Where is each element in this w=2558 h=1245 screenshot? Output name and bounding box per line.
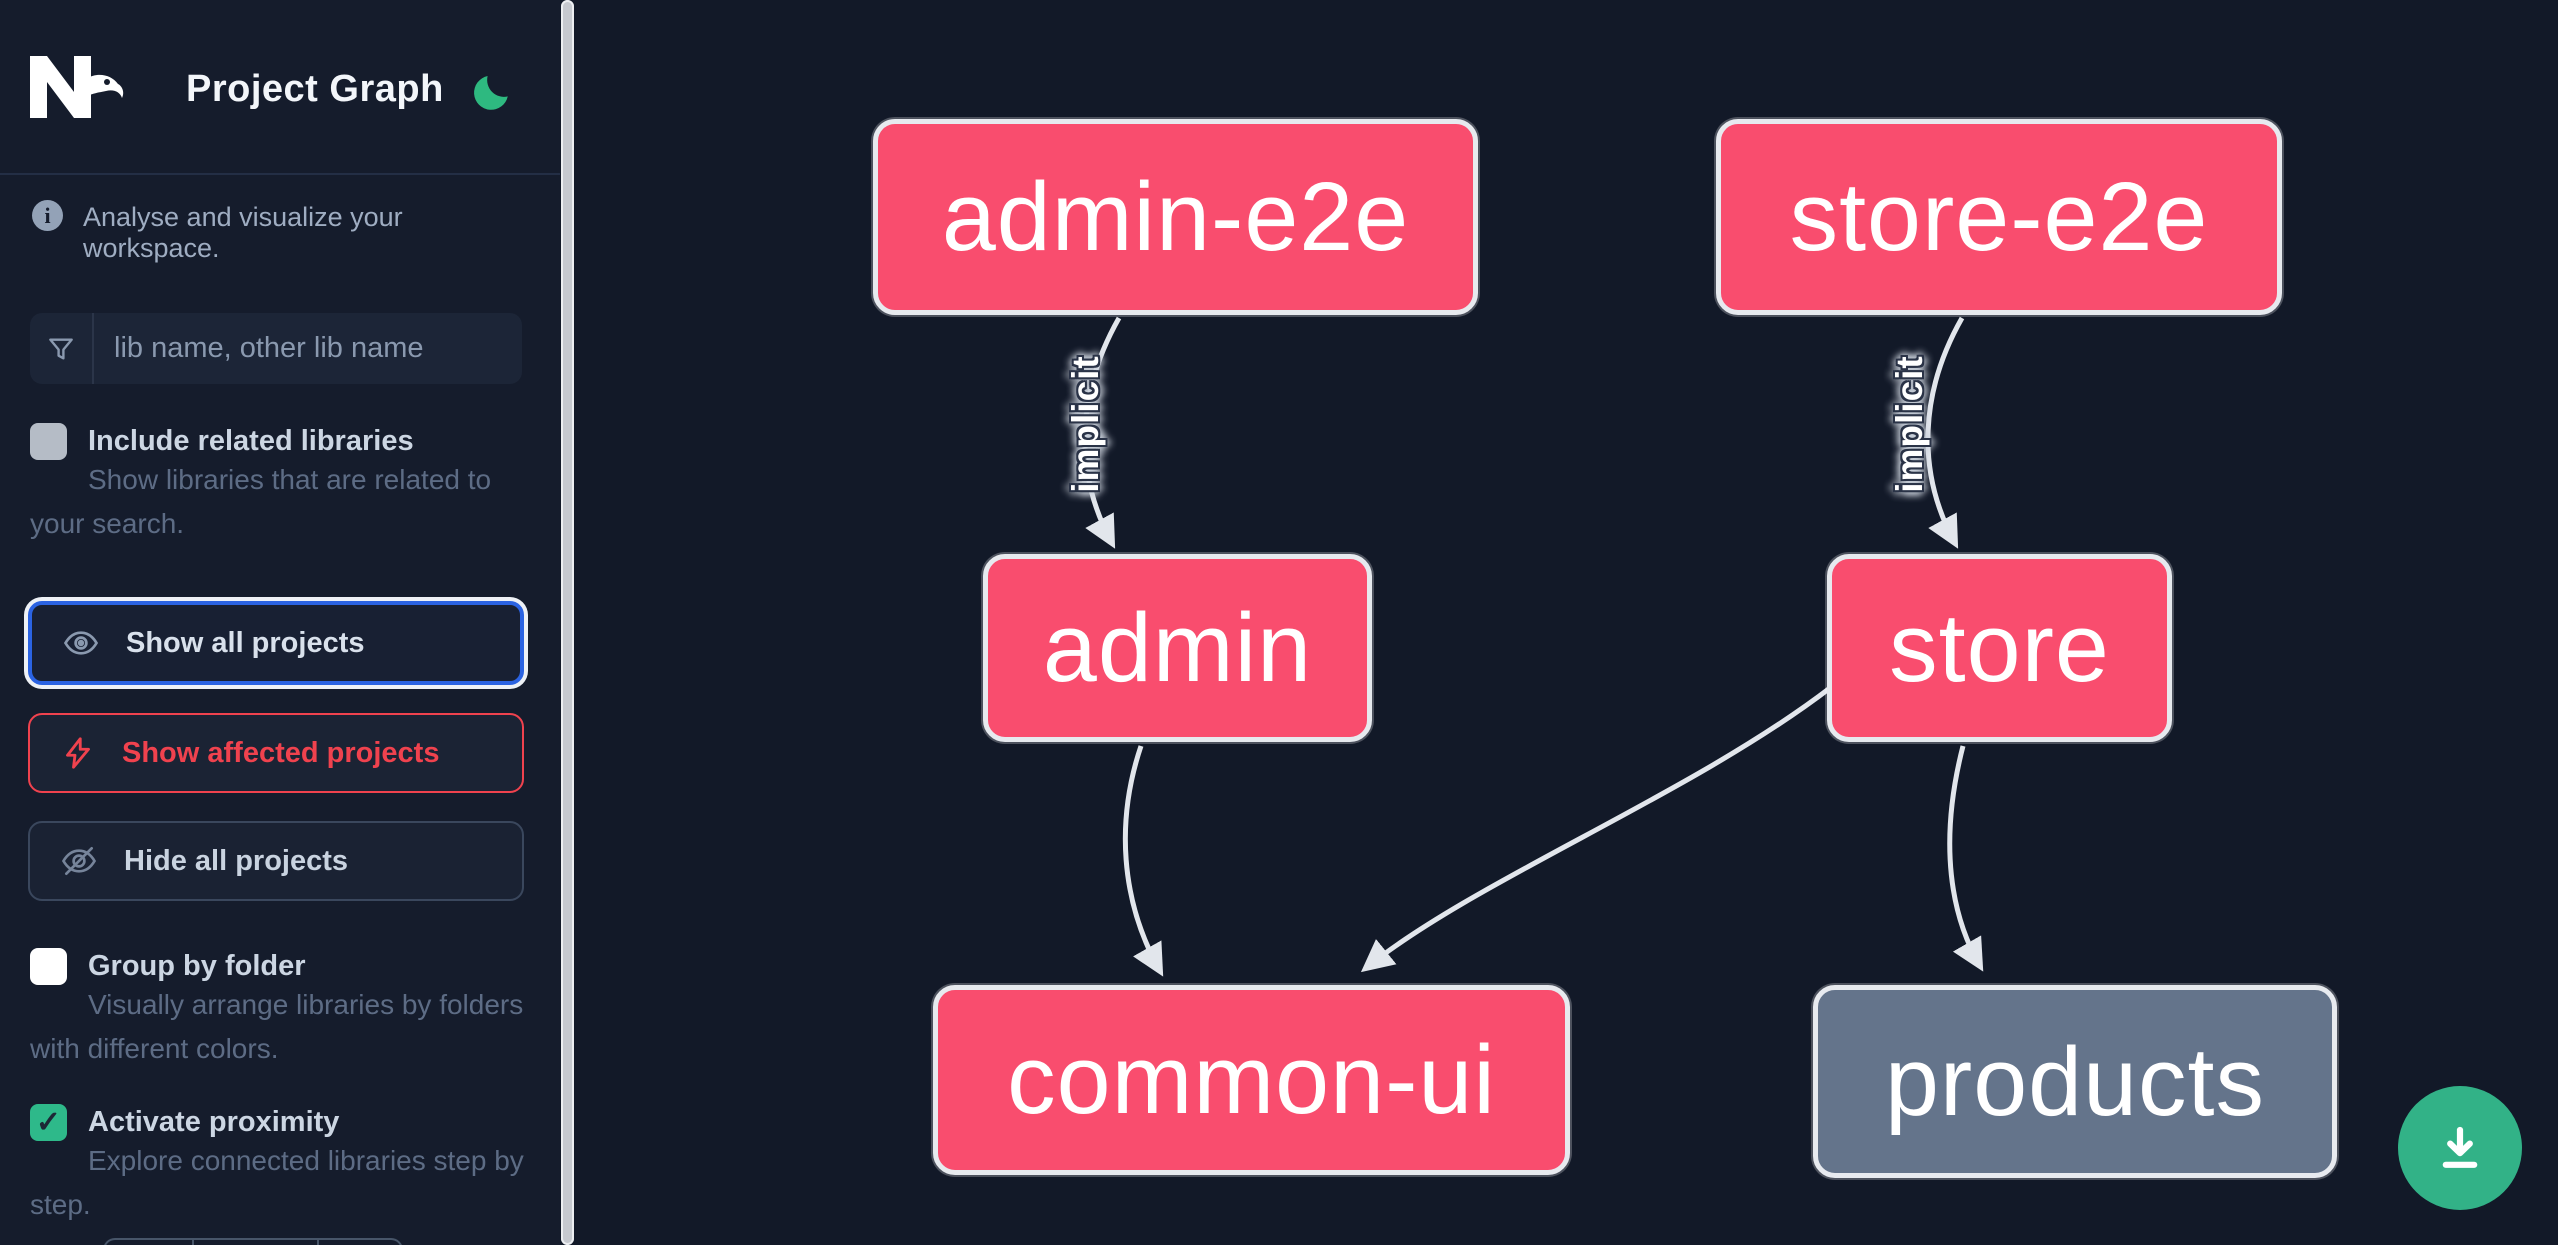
stepper-increment[interactable]	[317, 1240, 401, 1245]
eye-slash-icon	[61, 846, 97, 876]
info-icon: i	[32, 200, 63, 231]
download-image-button[interactable]	[2398, 1086, 2522, 1210]
funnel-icon	[30, 313, 94, 384]
node-admin[interactable]: admin	[983, 554, 1372, 742]
node-common-ui[interactable]: common-ui	[933, 985, 1570, 1175]
group-by-folder-checkbox[interactable]	[30, 948, 67, 985]
toggle-group-by-folder: Group by folder Visually arrange librari…	[30, 948, 530, 1071]
info-text: Analyse and visualize your workspace.	[83, 202, 403, 263]
show-all-projects-label: Show all projects	[126, 626, 365, 659]
edge-label-implicit-admin: implicit	[1065, 355, 1106, 493]
show-affected-projects-button[interactable]: Show affected projects	[28, 713, 524, 793]
sidebar-header: Project Graph	[0, 0, 560, 175]
eye-icon	[63, 631, 99, 655]
hide-all-projects-label: Hide all projects	[124, 844, 349, 877]
sidebar: Project Graph i Analyse and visualize yo…	[0, 0, 560, 1245]
download-icon	[2442, 1126, 2478, 1168]
group-by-folder-label[interactable]: Group by folder	[88, 950, 306, 982]
sidebar-scrollbar[interactable]	[561, 0, 574, 1245]
include-related-description: Show libraries that are related to your …	[30, 464, 492, 539]
search-box	[30, 313, 522, 384]
node-admin-e2e[interactable]: admin-e2e	[873, 119, 1478, 315]
nx-logo-icon	[30, 56, 124, 118]
hide-all-projects-button[interactable]: Hide all projects	[28, 821, 524, 901]
activate-proximity-label[interactable]: Activate proximity	[88, 1106, 340, 1138]
page-title: Project Graph	[186, 68, 444, 110]
include-related-checkbox[interactable]	[30, 423, 67, 460]
group-by-folder-description: Visually arrange libraries by folders wi…	[30, 989, 524, 1064]
node-store[interactable]: store	[1827, 554, 2172, 742]
toggle-activate-proximity: ✓ Activate proximity Explore connected l…	[30, 1104, 530, 1227]
activate-proximity-description: Explore connected libraries step by step…	[30, 1145, 524, 1220]
node-products[interactable]: products	[1813, 985, 2337, 1178]
stepper-value	[192, 1240, 317, 1245]
activate-proximity-checkbox[interactable]: ✓	[30, 1104, 67, 1141]
workspace-info: i Analyse and visualize your workspace.	[32, 200, 532, 264]
proximity-stepper[interactable]	[103, 1238, 403, 1245]
toggle-include-related: Include related libraries Show libraries…	[30, 423, 530, 546]
include-related-label[interactable]: Include related libraries	[88, 425, 414, 457]
moon-icon[interactable]	[470, 70, 514, 114]
stepper-decrement[interactable]	[105, 1240, 192, 1245]
node-store-e2e[interactable]: store-e2e	[1716, 119, 2282, 315]
show-all-projects-button[interactable]: Show all projects	[28, 601, 524, 685]
show-affected-projects-label: Show affected projects	[122, 736, 440, 769]
search-input[interactable]	[94, 313, 522, 384]
bolt-icon	[66, 737, 90, 769]
edge-label-implicit-store: implicit	[1889, 355, 1930, 493]
